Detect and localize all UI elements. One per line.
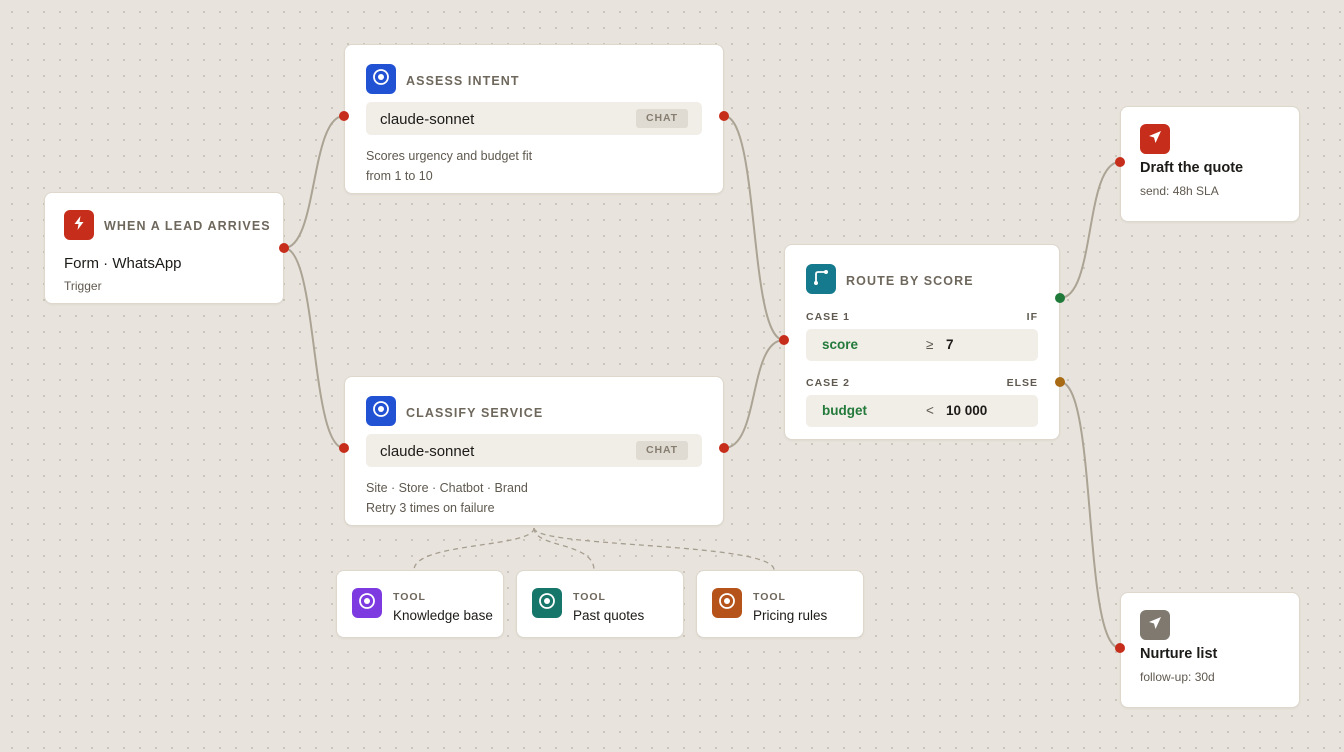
- tool-name: Knowledge base: [393, 608, 493, 623]
- wire-trigger-classify: [283, 247, 345, 449]
- case-2-condition[interactable]: budget < 10 000: [806, 395, 1038, 427]
- tool-icon-box: [352, 588, 382, 618]
- tool-icon-box: [532, 588, 562, 618]
- trigger-output-port[interactable]: [279, 243, 289, 253]
- case-1-label: CASE 1: [806, 311, 850, 323]
- tool-icon-box: [712, 588, 742, 618]
- condition-value: 10 000: [946, 403, 988, 418]
- case-1-kind: IF: [1026, 311, 1038, 323]
- assess-intent-node[interactable]: Assess intent claude-sonnet CHAT Scores …: [344, 44, 724, 194]
- condition-operator: <: [926, 403, 934, 418]
- draft-input-port[interactable]: [1115, 157, 1125, 167]
- condition-variable: score: [822, 337, 859, 352]
- classify-output-port[interactable]: [719, 443, 729, 453]
- tool-name: Past quotes: [573, 608, 645, 623]
- condition-variable: budget: [822, 403, 867, 418]
- nurture-sub: follow-up: 30d: [1140, 670, 1215, 684]
- trigger-node[interactable]: When a lead arrives Form · WhatsApp Trig…: [44, 192, 284, 304]
- classify-title: Classify service: [406, 406, 544, 420]
- assess-output-port[interactable]: [719, 111, 729, 121]
- classify-icon-box: [366, 396, 396, 426]
- target-icon: [372, 400, 390, 423]
- nurture-input-port[interactable]: [1115, 643, 1125, 653]
- case-2-kind: ELSE: [1006, 377, 1038, 389]
- classify-desc-line2: Retry 3 times on failure: [366, 501, 495, 515]
- wire-assess-router: [723, 115, 785, 341]
- classify-input-port[interactable]: [339, 443, 349, 453]
- classify-service-node[interactable]: Classify service claude-sonnet CHAT Site…: [344, 376, 724, 526]
- draft-title: Draft the quote: [1140, 160, 1244, 176]
- assess-desc-line2: from 1 to 10: [366, 169, 433, 183]
- wire-tool-pricing: [533, 527, 775, 571]
- wire-tool-quotes: [533, 527, 595, 571]
- send-icon: [1147, 129, 1163, 150]
- classify-chat-badge: CHAT: [636, 441, 688, 460]
- target-icon: [718, 592, 736, 615]
- trigger-kind: Trigger: [64, 279, 102, 293]
- trigger-title: When a lead arrives: [104, 219, 271, 233]
- draft-icon-box: [1140, 124, 1170, 154]
- router-if-port[interactable]: [1055, 293, 1065, 303]
- target-icon: [538, 592, 556, 615]
- case-1-condition[interactable]: score ≥ 7: [806, 329, 1038, 361]
- assess-title: Assess intent: [406, 74, 520, 88]
- tool-pricing-rules[interactable]: TOOL Pricing rules: [696, 570, 864, 638]
- tool-tag: TOOL: [393, 591, 426, 603]
- nurture-icon-box: [1140, 610, 1170, 640]
- tool-tag: TOOL: [753, 591, 786, 603]
- condition-operator: ≥: [926, 337, 934, 352]
- classify-model-name: claude-sonnet: [380, 443, 475, 460]
- router-input-port[interactable]: [779, 335, 789, 345]
- tool-name: Pricing rules: [753, 608, 828, 623]
- assess-icon-box: [366, 64, 396, 94]
- assess-desc-line1: Scores urgency and budget fit: [366, 149, 533, 163]
- trigger-icon-box: [64, 210, 94, 240]
- route-by-score-node[interactable]: Route by score CASE 1 IF score ≥ 7 CASE …: [784, 244, 1060, 440]
- assess-input-port[interactable]: [339, 111, 349, 121]
- router-else-port[interactable]: [1055, 377, 1065, 387]
- case-2-label: CASE 2: [806, 377, 850, 389]
- router-icon-box: [806, 264, 836, 294]
- wire-classify-router: [723, 339, 785, 449]
- nurture-list-node[interactable]: Nurture list follow-up: 30d: [1120, 592, 1300, 708]
- draft-quote-node[interactable]: Draft the quote send: 48h SLA: [1120, 106, 1300, 222]
- wire-router-nurture: [1059, 381, 1121, 649]
- nurture-title: Nurture list: [1140, 646, 1218, 662]
- target-icon: [372, 68, 390, 91]
- wire-tool-knowledge: [413, 527, 535, 571]
- assess-model-name: claude-sonnet: [380, 111, 475, 128]
- send-icon: [1147, 615, 1163, 636]
- condition-value: 7: [946, 337, 954, 352]
- classify-model-selector[interactable]: claude-sonnet CHAT: [366, 434, 702, 467]
- assess-model-selector[interactable]: claude-sonnet CHAT: [366, 102, 702, 135]
- router-title: Route by score: [846, 274, 974, 288]
- target-icon: [358, 592, 376, 615]
- wire-trigger-assess: [283, 115, 345, 249]
- assess-chat-badge: CHAT: [636, 109, 688, 128]
- wire-router-draft: [1059, 161, 1121, 299]
- tool-knowledge-base[interactable]: TOOL Knowledge base: [336, 570, 504, 638]
- branch-icon: [812, 268, 830, 291]
- draft-sub: send: 48h SLA: [1140, 184, 1219, 198]
- tool-past-quotes[interactable]: TOOL Past quotes: [516, 570, 684, 638]
- lightning-icon: [71, 215, 87, 236]
- trigger-channels: Form · WhatsApp: [64, 255, 182, 272]
- classify-desc-line1: Site · Store · Chatbot · Brand: [366, 481, 528, 495]
- tool-tag: TOOL: [573, 591, 606, 603]
